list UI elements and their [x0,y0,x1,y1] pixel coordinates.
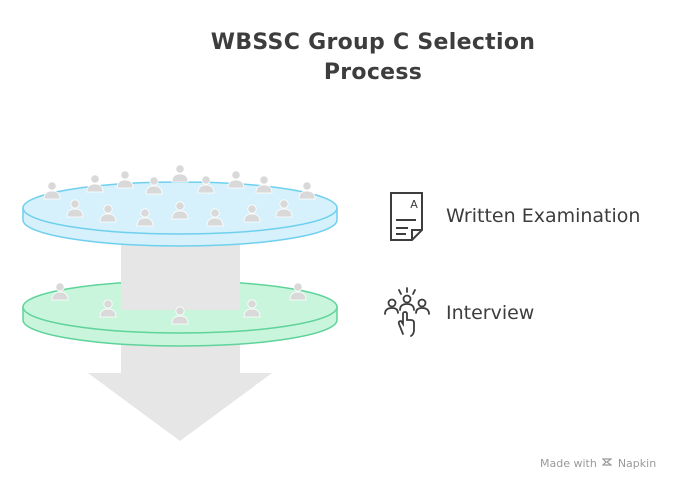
diagram-title: WBSSC Group C Selection Process [210,30,536,85]
watermark-brand: Napkin [617,457,657,470]
svg-text:A: A [410,198,418,211]
watermark-prefix: Made with [540,457,597,470]
exam-paper-icon: A [390,192,423,241]
made-with-napkin-watermark: Made with Napkin [540,457,656,470]
written-examination-label: Written Examination [446,205,641,227]
napkin-logo-icon [602,458,613,466]
interview-hand-icon [384,287,430,337]
interview-disc [22,270,338,347]
written-exam-disc [22,164,338,247]
interview-label: Interview [446,302,535,324]
